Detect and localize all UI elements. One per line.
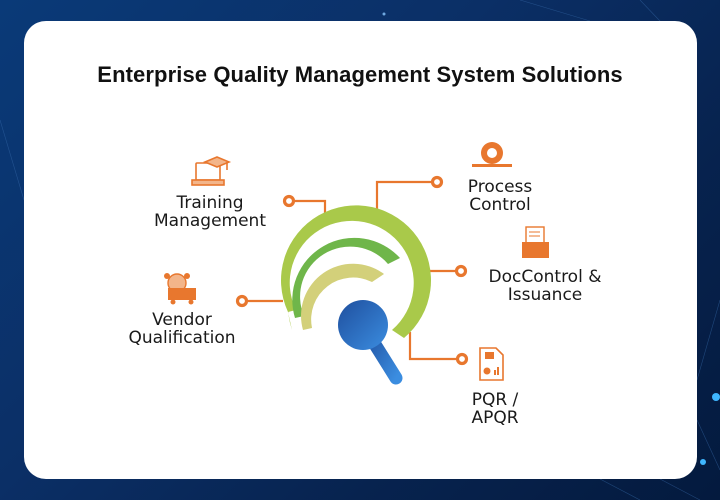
node-pqr-apqr: PQR / APQR — [471, 390, 519, 428]
node-process-control: Process Control — [467, 177, 533, 215]
magnifier-icon — [338, 300, 403, 385]
node-training-management: Training Management — [154, 193, 266, 231]
node-doccontrol-issuance: DocControl & Issuance — [488, 267, 602, 305]
process-gears-icon — [472, 142, 512, 167]
connector-nodes — [235, 175, 469, 366]
global-logistics-icon — [164, 273, 196, 305]
page-title: Enterprise Quality Management System Sol… — [97, 62, 623, 87]
content-card — [24, 21, 697, 479]
laptop-graduation-cap-icon — [191, 156, 232, 186]
quality-rings — [281, 205, 432, 338]
report-chart-icon — [479, 347, 504, 381]
node-vendor-qualification: Vendor Qualification — [128, 310, 236, 348]
document-folder-icon — [522, 226, 549, 258]
